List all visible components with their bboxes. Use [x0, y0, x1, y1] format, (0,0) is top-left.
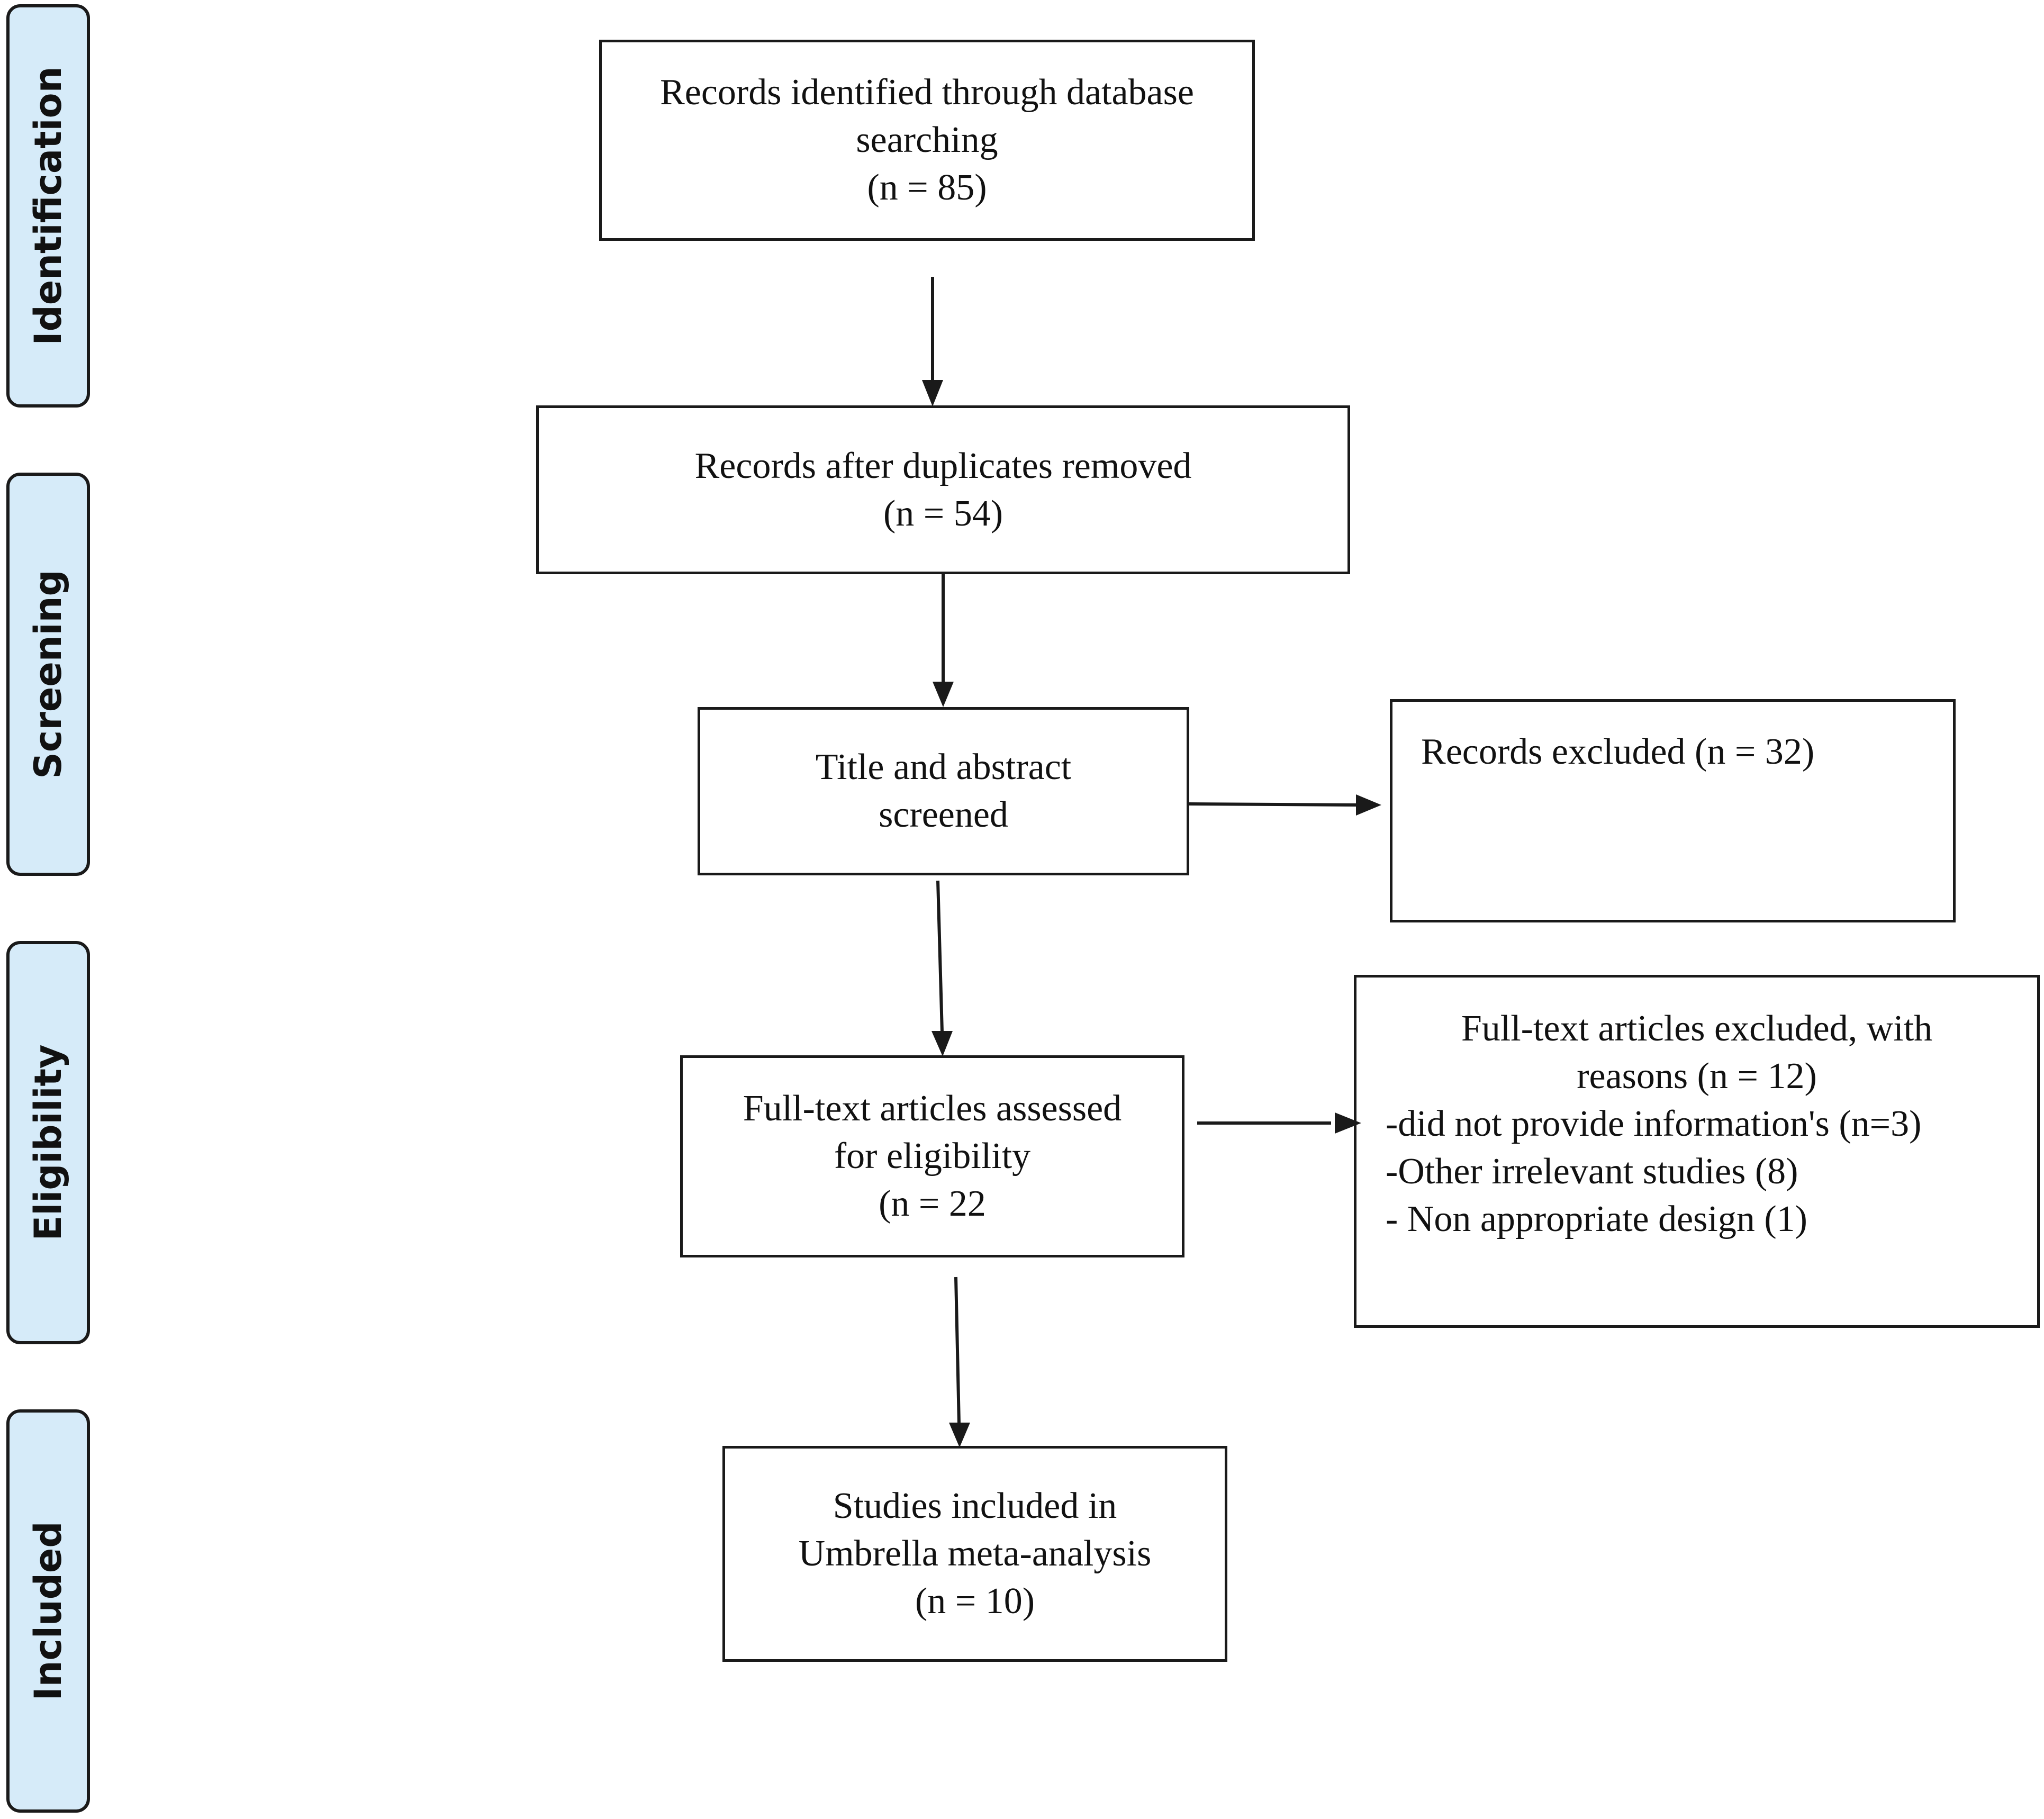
- box-line: Records identified through database: [660, 72, 1194, 113]
- box-line: (n = 85): [867, 167, 987, 208]
- box-line: (n = 54): [883, 493, 1003, 534]
- box-line: Full-text articles assessed: [743, 1088, 1122, 1129]
- box-line: Title and abstract: [815, 747, 1072, 788]
- box-records-deduplicated: Records after duplicates removed (n = 54…: [536, 405, 1350, 574]
- box-studies-included: Studies included in Umbrella meta-analys…: [722, 1446, 1227, 1662]
- phase-included: Included: [6, 1409, 90, 1813]
- box-line: (n = 22: [879, 1183, 986, 1224]
- arrowhead-screened-to-excluded: [1356, 794, 1381, 816]
- arrowhead-identified-to-deduplicated: [922, 380, 943, 406]
- box-line-reason: -did not provide information's (n=3): [1386, 1103, 1922, 1144]
- box-line: screened: [879, 794, 1008, 835]
- box-line: (n = 10): [915, 1581, 1035, 1622]
- box-records-excluded: Records excluded (n = 32): [1390, 699, 1956, 922]
- arrowhead-assessed-to-fulltext-excluded: [1335, 1112, 1361, 1134]
- box-records-identified: Records identified through database sear…: [599, 40, 1255, 241]
- arrow-assessed-to-included: [954, 1277, 961, 1424]
- arrow-screened-to-assessed: [936, 880, 944, 1033]
- phase-eligibility: Eligibility: [6, 941, 90, 1344]
- box-line: Umbrella meta-analysis: [798, 1533, 1152, 1574]
- box-fulltext-excluded: Full-text articles excluded, with reason…: [1354, 975, 2040, 1328]
- box-line: searching: [856, 120, 998, 160]
- arrowhead-screened-to-assessed: [931, 1031, 953, 1056]
- arrowhead-assessed-to-included: [949, 1423, 970, 1447]
- box-line-heading: reasons (n = 12): [1577, 1056, 1817, 1097]
- box-line: for eligibility: [834, 1136, 1031, 1177]
- box-title-abstract-screened: Title and abstract screened: [698, 707, 1189, 875]
- box-line: Records excluded (n = 32): [1421, 731, 1815, 772]
- phase-screening: Screening: [6, 473, 90, 876]
- arrowhead-deduplicated-to-screened: [933, 682, 954, 707]
- box-line-reason: - Non appropriate design (1): [1386, 1199, 1807, 1239]
- arrow-screened-to-excluded: [1189, 802, 1361, 807]
- box-line-reason: -Other irrelevant studies (8): [1386, 1151, 1798, 1192]
- box-fulltext-assessed: Full-text articles assessed for eligibil…: [680, 1055, 1184, 1257]
- box-line-heading: Full-text articles excluded, with: [1461, 1008, 1933, 1049]
- box-line: Records after duplicates removed: [694, 445, 1192, 486]
- box-line: Studies included in: [833, 1486, 1117, 1526]
- phase-identification: Identification: [6, 4, 90, 408]
